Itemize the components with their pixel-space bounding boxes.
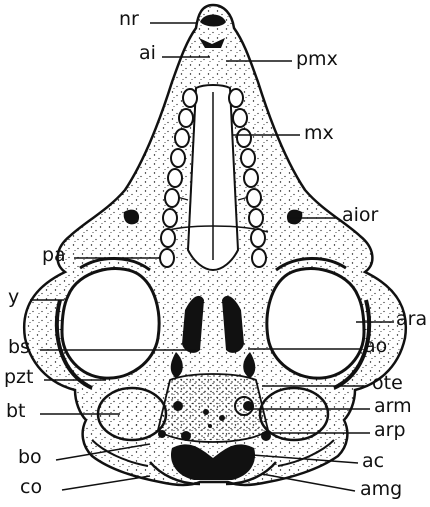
label-ac: ac: [362, 452, 384, 471]
label-ara: ara: [396, 310, 427, 329]
label-bt: bt: [6, 402, 26, 421]
label-bs: bs: [8, 338, 30, 357]
left-orbit: [62, 269, 159, 379]
label-ai: ai: [139, 44, 156, 63]
right-bulla: [260, 388, 328, 440]
label-arm: arm: [374, 397, 412, 416]
label-pzt: pzt: [4, 368, 33, 387]
label-pmx: pmx: [296, 50, 338, 69]
label-amg: amg: [360, 480, 402, 499]
label-bo: bo: [18, 448, 42, 467]
label-ao: ao: [364, 337, 387, 356]
label-ote: ote: [372, 374, 403, 393]
label-mx: mx: [304, 124, 334, 143]
label-nr: nr: [119, 10, 139, 29]
label-y: y: [8, 288, 19, 307]
label-arp: arp: [374, 421, 406, 440]
label-co: co: [20, 478, 42, 497]
label-pa: pa: [42, 246, 66, 265]
label-aior: aior: [342, 206, 378, 225]
right-orbit: [267, 269, 364, 379]
